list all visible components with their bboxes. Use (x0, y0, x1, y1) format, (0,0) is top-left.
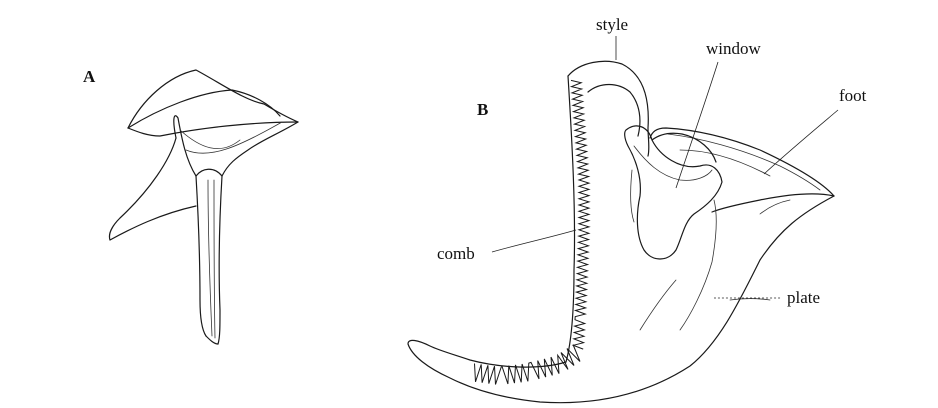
leader-foot (763, 109, 839, 175)
comb-teeth-vertical (569, 79, 591, 350)
panel-b-drawing (407, 60, 835, 404)
label-window: window (706, 39, 762, 58)
leader-comb (491, 229, 577, 253)
leader-window (675, 61, 719, 189)
comb-teeth (474, 79, 591, 385)
panel-a-drawing (108, 69, 299, 345)
label-comb: comb (437, 244, 475, 263)
panel-b-label: B (477, 100, 488, 119)
label-style: style (596, 15, 628, 34)
label-foot: foot (839, 86, 867, 105)
comb-teeth-bottom (474, 344, 581, 385)
panel-a-label: A (83, 67, 96, 86)
label-plate: plate (787, 288, 820, 307)
